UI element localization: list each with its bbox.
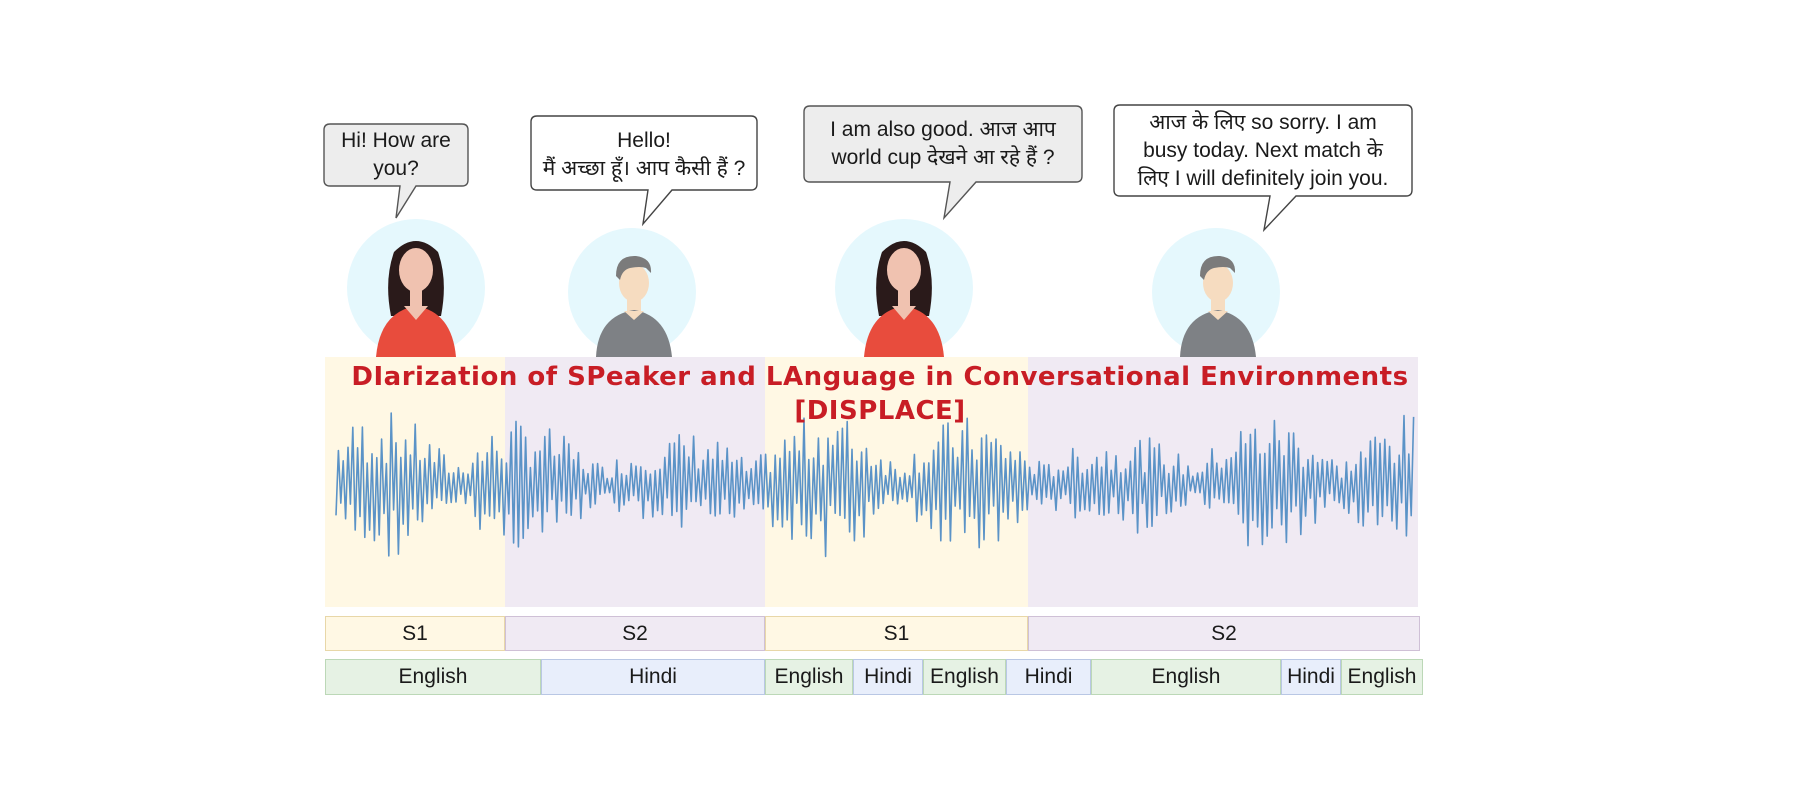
man-avatar-icon (1152, 228, 1280, 357)
woman-avatar-icon (835, 219, 973, 357)
audio-waveform (335, 412, 1415, 558)
language-label: Hindi (853, 659, 923, 695)
language-label: English (765, 659, 853, 695)
speaker-label: S1 (765, 616, 1028, 651)
speech-bubble (1113, 104, 1413, 233)
s1-region (325, 357, 505, 607)
diagram-title: DIarization of SPeaker and LAnguage in C… (351, 362, 1409, 392)
bubble-text: Hi! How are you? (341, 129, 451, 180)
speaker-label: S1 (325, 616, 505, 651)
language-label: English (1341, 659, 1423, 695)
speech-bubble (803, 105, 1083, 221)
language-label: English (923, 659, 1006, 695)
bubble-text: Hello! मैं अच्छा हूँ। आप कैसी हैं ? (542, 129, 746, 180)
speaker-label: S2 (1028, 616, 1420, 651)
speech-bubble (323, 123, 469, 219)
language-label: Hindi (1006, 659, 1091, 695)
speech-bubble (530, 115, 758, 227)
diagram-subtitle: [DISPLACE] (794, 396, 966, 426)
speaker-label: S2 (505, 616, 765, 651)
man-avatar-icon (568, 228, 696, 357)
language-label: English (325, 659, 541, 695)
language-label: English (1091, 659, 1281, 695)
bubble-text: I am also good. आज आप world cup देखने आ … (830, 118, 1056, 169)
woman-avatar-icon (347, 219, 485, 357)
language-label: Hindi (541, 659, 765, 695)
bubble-text: आज के लिए so sorry. I am busy today. Nex… (1137, 111, 1389, 190)
language-label: Hindi (1281, 659, 1341, 695)
